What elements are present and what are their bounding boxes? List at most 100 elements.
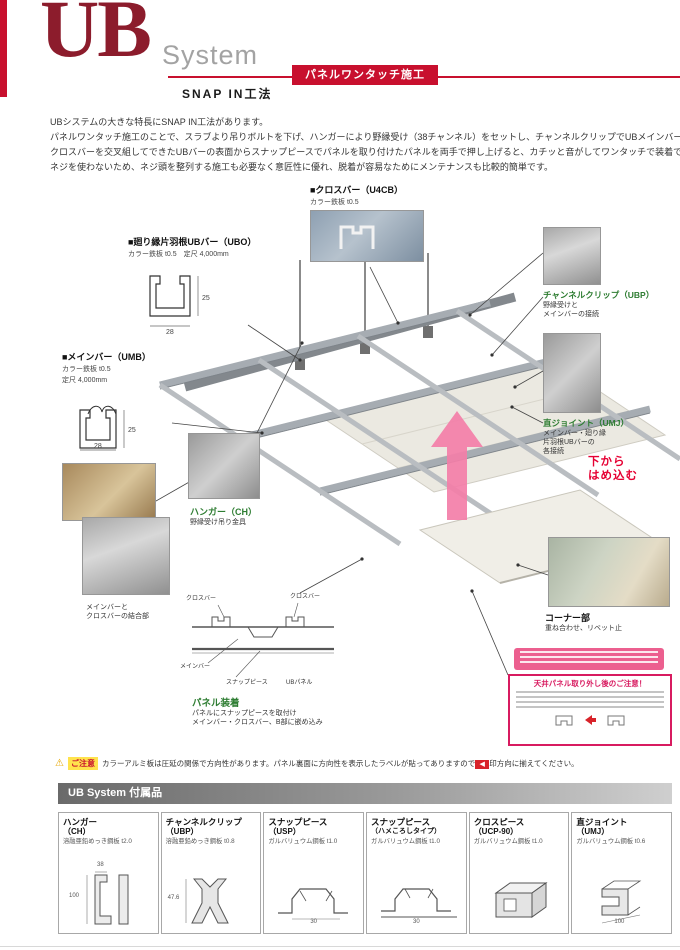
callout-joint: 直ジョイント（UMJ） メインバー・廻り縁 片羽根UBバーの 各接続 xyxy=(543,417,678,456)
accessory-code: （ハメころしタイプ） xyxy=(371,828,442,835)
callout-junction: メインバーと クロスバーの結合部 xyxy=(86,603,149,621)
hanger-dim-top: 38 xyxy=(97,862,104,868)
accessory-spec: ガルバリュウム鋼板 t1.0 xyxy=(268,838,338,845)
cross-piece-line-art xyxy=(472,867,566,931)
ubo-dim-width: 28 xyxy=(166,329,174,336)
snap-piece-fixed-line-art: 30 xyxy=(369,867,463,931)
warning-box-profiles xyxy=(514,713,666,727)
logo-system: System xyxy=(162,40,259,70)
caution-badge: ご注意 xyxy=(67,757,98,770)
joint-title: 直ジョイント（UMJ） xyxy=(543,418,629,428)
callout-corner: コーナー部 重ね合わせ、リベット止 xyxy=(545,611,622,633)
snap-dim: 30 xyxy=(310,919,318,925)
method-label: SNAP IN工法 xyxy=(182,87,273,101)
mainbar-spec1: カラー鉄板 t0.5 xyxy=(62,366,111,373)
accessory-spec: ガルバリュウム鋼板 t0.6 xyxy=(576,838,646,845)
accessory-name: 直ジョイント xyxy=(576,817,628,827)
corner-desc: 重ね合わせ、リベット止 xyxy=(545,625,622,632)
channel-clip-line-art: 47.6 xyxy=(164,867,258,931)
caution-note: ⚠ ご注意 カラーアルミ板は圧延の関係で方向性があります。パネル裏面に方向性を表… xyxy=(55,757,670,770)
accessory-code: （USP） xyxy=(268,827,301,836)
warning-box-textline xyxy=(516,696,664,698)
clip-title: チャンネルクリップ（UBP） xyxy=(543,290,655,300)
accessory-name: ハンガー xyxy=(63,817,98,827)
mainbar-profile-drawing: 28 25 xyxy=(79,405,136,451)
callout-mainbar: ■メインバー（UMB） カラー鉄板 t0.5 定尺 4,000mm 28 25 xyxy=(62,350,170,521)
intro-paragraph: UBシステムの大きな特長にSNAP IN工法があります。 パネルワンタッチ施工の… xyxy=(50,115,680,175)
panel-attach-section xyxy=(192,602,334,678)
panel-attach-title: パネル装着 xyxy=(192,698,240,709)
accessory-spec: ガルバリュウム鋼板 t1.0 xyxy=(371,838,440,845)
hanger-dim-side: 100 xyxy=(69,893,80,899)
crossbar-photo xyxy=(310,210,424,262)
caution-text: カラーアルミ板は圧延の関係で方向性があります。パネル裏面に方向性を表示したラベル… xyxy=(102,758,579,769)
mainbar-spec2: 定尺 4,000mm xyxy=(62,377,108,384)
clip-desc2: メインバーの接続 xyxy=(543,311,599,318)
straight-joint-line-art: 100 xyxy=(574,867,668,931)
ubo-profile-drawing: 28 25 xyxy=(149,275,210,336)
straight-joint-drawing xyxy=(601,880,642,924)
accessory-name: クロスピース xyxy=(473,817,525,827)
crossbar-title: ■クロスバー（U4CB） xyxy=(310,185,403,195)
accessory-item-snap-piece-fixed: スナップピース （ハメころしタイプ） ガルバリュウム鋼板 t1.0 30 xyxy=(366,812,467,934)
warning-tag xyxy=(514,648,664,670)
hanger-title: ハンガー（CH） xyxy=(190,507,257,517)
panel-label-crossbar-left: クロスバー xyxy=(186,596,217,602)
accessory-code: （CH） xyxy=(63,827,91,836)
direction-arrow-icon: ◀ xyxy=(475,759,490,769)
intro-line: クロスバーを交叉組してできたUBバーの表面からスナップピースでパネルを取り付けた… xyxy=(50,147,680,157)
accessory-name: スナップピース xyxy=(268,817,328,827)
joint-dim: 100 xyxy=(614,919,625,925)
logo-ub: UB xyxy=(40,0,152,74)
mainbar-dim-height: 25 xyxy=(128,427,136,434)
warning-box-title: 天井パネル取り外し後のご注意！ xyxy=(533,679,647,688)
left-accent-bar xyxy=(0,0,7,97)
warning-profile-glyph xyxy=(607,715,625,726)
caution-text-after: 印方向に揃えてください。 xyxy=(489,759,579,768)
hanger-drawing xyxy=(86,871,129,925)
accessory-spec: ガルバリュウム鋼板 t1.0 xyxy=(473,838,543,845)
footer-hairline xyxy=(0,946,680,947)
callout-ubo: ■廻り縁片羽根UBバー（UBO） カラー鉄板 t0.5 定尺 4,000mm 2… xyxy=(128,235,256,341)
joint-desc2: 片羽根UBバーの xyxy=(543,439,595,446)
panel-attach-desc2: メインバー・クロスバー、B部に嵌め込み xyxy=(192,719,323,726)
accessory-name: スナップピース xyxy=(371,817,431,827)
insert-from-below-label: 下から はめ込む xyxy=(588,455,638,483)
clip-dim: 47.6 xyxy=(167,895,180,901)
intro-line: パネルワンタッチ施工のことで、スラブより吊りボルトを下げ、ハンガーにより野縁受け… xyxy=(50,132,680,142)
crossbar-spec: カラー鉄板 t0.5 xyxy=(310,199,359,206)
accessory-item-snap-piece: スナップピース （USP） ガルバリュウム鋼板 t1.0 30 xyxy=(263,812,365,934)
warning-tag-textline xyxy=(520,661,658,663)
warning-box-textline xyxy=(516,701,664,703)
accessory-code: （UBP） xyxy=(165,827,199,836)
accessory-code: （UCP-90） xyxy=(473,827,519,836)
crossbar-profile-overlay xyxy=(339,225,375,249)
accessory-spec: 溶融亜鉛めっき鋼板 t0.8 xyxy=(165,838,235,845)
insert-line1: 下から xyxy=(588,456,626,468)
ubo-dim-height: 25 xyxy=(202,295,210,302)
accessory-item-channel-clip: チャンネルクリップ （UBP） 溶融亜鉛めっき鋼板 t0.8 47.6 xyxy=(160,812,262,934)
panel-label-ubpanel: UBパネル xyxy=(286,680,313,686)
hanger-photo xyxy=(188,433,260,499)
warning-triangle-icon: ⚠ xyxy=(55,758,64,769)
accessory-item-hanger: ハンガー （CH） 溶融亜鉛めっき鋼板 t2.0 38 100 xyxy=(58,812,159,934)
mainbar-title: ■メインバー（UMB） xyxy=(62,352,151,362)
warning-profile-glyph xyxy=(555,715,573,726)
snap-fixed-dim: 30 xyxy=(413,919,420,925)
accessory-item-cross-piece: クロスピース （UCP-90） ガルバリュウム鋼板 t1.0 xyxy=(468,812,570,934)
callout-crossbar: ■クロスバー（U4CB） カラー鉄板 t0.5 xyxy=(310,183,424,262)
joint-photo xyxy=(543,333,601,413)
panel-label-mainbar: メインバー xyxy=(180,664,211,670)
warning-tag-textline xyxy=(520,651,658,653)
installation-diagram: ■クロスバー（U4CB） カラー鉄板 t0.5 ■廻り縁片羽根UBバー（UBO）… xyxy=(0,175,680,750)
panel-label-snappiece: スナップピース xyxy=(226,680,268,686)
warning-box: 天井パネル取り外し後のご注意！ xyxy=(508,674,672,746)
warning-arrow-glyph xyxy=(585,715,596,725)
panel-attach-desc1: パネルにスナップピースを取付け xyxy=(192,710,297,717)
callout-hanger: ハンガー（CH） 野縁受け吊り金具 xyxy=(190,505,257,527)
ubo-title: ■廻り縁片羽根UBバー（UBO） xyxy=(128,237,257,247)
panel-label-crossbar-right: クロスバー xyxy=(290,594,321,600)
one-touch-badge: パネルワンタッチ施工 xyxy=(292,65,438,85)
accessories-row: ハンガー （CH） 溶融亜鉛めっき鋼板 t2.0 38 100 チャンネルクリッ… xyxy=(58,812,673,934)
